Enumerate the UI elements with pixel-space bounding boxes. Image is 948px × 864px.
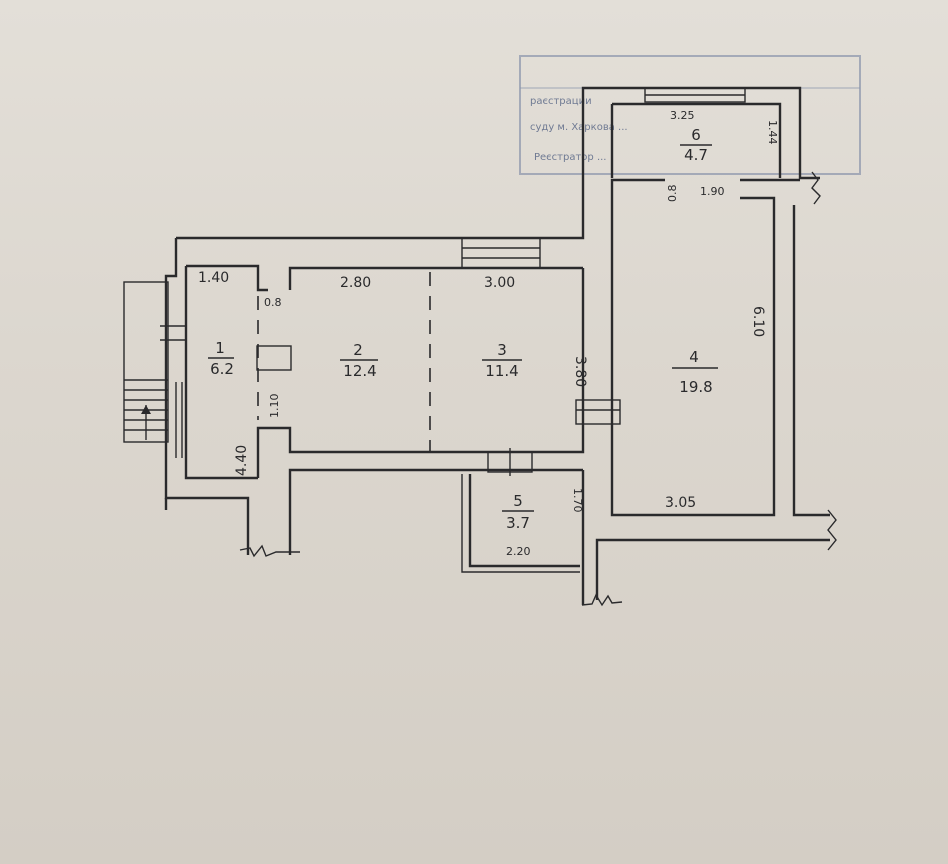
room-1-number: 1 (215, 339, 225, 357)
room-5-outline (461, 474, 580, 573)
dim-room5-width: 2.20 (506, 545, 531, 558)
room-1-label: 1 6.2 (208, 339, 234, 378)
break-marks (239, 171, 837, 607)
dim-room6-opening: 1.90 (700, 185, 725, 198)
window-marks (461, 87, 746, 476)
room-4-number: 4 (689, 348, 699, 366)
room-2-label: 2 12.4 (340, 341, 378, 380)
dim-room3-height: 3.80 (572, 356, 588, 387)
room-1-area: 6.2 (210, 360, 234, 378)
dim-room1-height: 4.40 (234, 445, 250, 476)
dim-room1-width: 1.40 (198, 270, 229, 286)
dimension-labels: 1.40 2.80 3.00 0.8 1.10 4.40 3.80 6.10 3… (198, 109, 779, 558)
room-4-label: 4 19.8 (672, 348, 718, 396)
room-2-number: 2 (353, 341, 363, 359)
room-5-number: 5 (513, 492, 523, 510)
stamp-line-2: суду м. Харкова ... (530, 122, 628, 133)
room-6-label: 6 4.7 (680, 126, 712, 164)
dim-room3-width: 3.00 (484, 275, 515, 291)
stamp-line-1: раєстрации (530, 96, 592, 107)
room-4-area: 19.8 (679, 378, 712, 396)
dim-room6-width: 3.25 (670, 109, 695, 122)
dim-partition: 1.10 (268, 394, 281, 419)
dim-room4-width: 3.05 (665, 495, 696, 511)
dim-room2-width: 2.80 (340, 275, 371, 291)
room-2-area: 12.4 (343, 362, 376, 380)
room-3-number: 3 (497, 341, 507, 359)
stamp-line-3: Реєстратор ... (534, 152, 606, 163)
room-3-area: 11.4 (485, 362, 518, 380)
room-3-label: 3 11.4 (482, 341, 522, 380)
dim-door-gap: 0.8 (264, 296, 282, 309)
room-5-label: 5 3.7 (502, 492, 534, 532)
room-5-area: 3.7 (506, 514, 530, 532)
dim-room5-height: 1.70 (571, 488, 584, 513)
dim-room6-height: 1.44 (766, 120, 779, 145)
room-6-outline (610, 102, 782, 178)
entry-stairs (123, 281, 186, 458)
dim-room4-height: 6.10 (750, 306, 766, 337)
dim-room6-door: 0.8 (666, 185, 679, 203)
room-6-number: 6 (691, 126, 701, 144)
room-6-area: 4.7 (684, 146, 708, 164)
